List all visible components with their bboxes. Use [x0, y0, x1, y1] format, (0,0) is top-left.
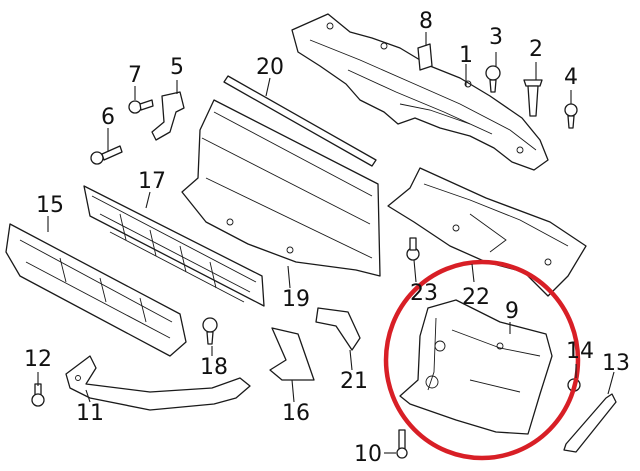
part-1-upper-support	[291, 13, 549, 171]
callout-5: 5	[170, 55, 184, 80]
callout-10: 10	[354, 442, 382, 467]
highlight-circle	[383, 259, 581, 461]
part-7-bolt	[128, 99, 154, 114]
part-23-retainer	[406, 237, 420, 261]
callout-7: 7	[128, 63, 142, 88]
part-5-bracket	[151, 91, 185, 141]
callout-21: 21	[340, 369, 368, 394]
callout-23: 23	[410, 281, 438, 306]
part-3-bolt	[485, 65, 501, 93]
callout-6: 6	[101, 105, 115, 130]
part-19-air-deflector	[181, 99, 381, 277]
callout-19: 19	[282, 287, 310, 312]
callout-14: 14	[566, 339, 594, 364]
part-6-bolt	[90, 145, 123, 165]
callout-20: 20	[256, 55, 284, 80]
callout-16: 16	[282, 401, 310, 426]
part-17-shutter-grille	[83, 185, 265, 307]
part-4-bolt	[564, 103, 578, 129]
part-8-clip	[417, 43, 433, 71]
callout-13: 13	[602, 351, 630, 376]
part-13-side-strip	[563, 393, 617, 453]
callout-labels: 1 2 3 4 5 6 7 8 9 10 11 12 13 14 15 16 1…	[24, 9, 630, 467]
part-10-bolt	[396, 429, 408, 459]
callout-2: 2	[529, 37, 543, 62]
part-20-seal-strip	[223, 75, 377, 167]
part-21-deflector	[315, 307, 361, 351]
part-12-bolt	[31, 383, 45, 407]
callout-1: 1	[459, 43, 473, 68]
callout-11: 11	[76, 401, 104, 426]
part-18-bolt	[202, 317, 218, 345]
callout-3: 3	[489, 25, 503, 50]
part-22-baffle-panel	[387, 167, 587, 297]
callout-4: 4	[564, 65, 578, 90]
part-9-side-bracket	[399, 299, 553, 435]
part-11-lower-bracket	[65, 355, 251, 411]
callout-15: 15	[36, 193, 64, 218]
callout-17: 17	[138, 169, 166, 194]
callout-12: 12	[24, 347, 52, 372]
leader-lines	[37, 32, 615, 454]
callout-18: 18	[200, 355, 228, 380]
part-15-grille-frame	[5, 223, 187, 357]
part-16-deflector	[269, 327, 315, 381]
callout-22: 22	[462, 285, 490, 310]
part-2-pin	[523, 79, 543, 117]
callout-9: 9	[505, 299, 519, 324]
callout-8: 8	[419, 9, 433, 34]
